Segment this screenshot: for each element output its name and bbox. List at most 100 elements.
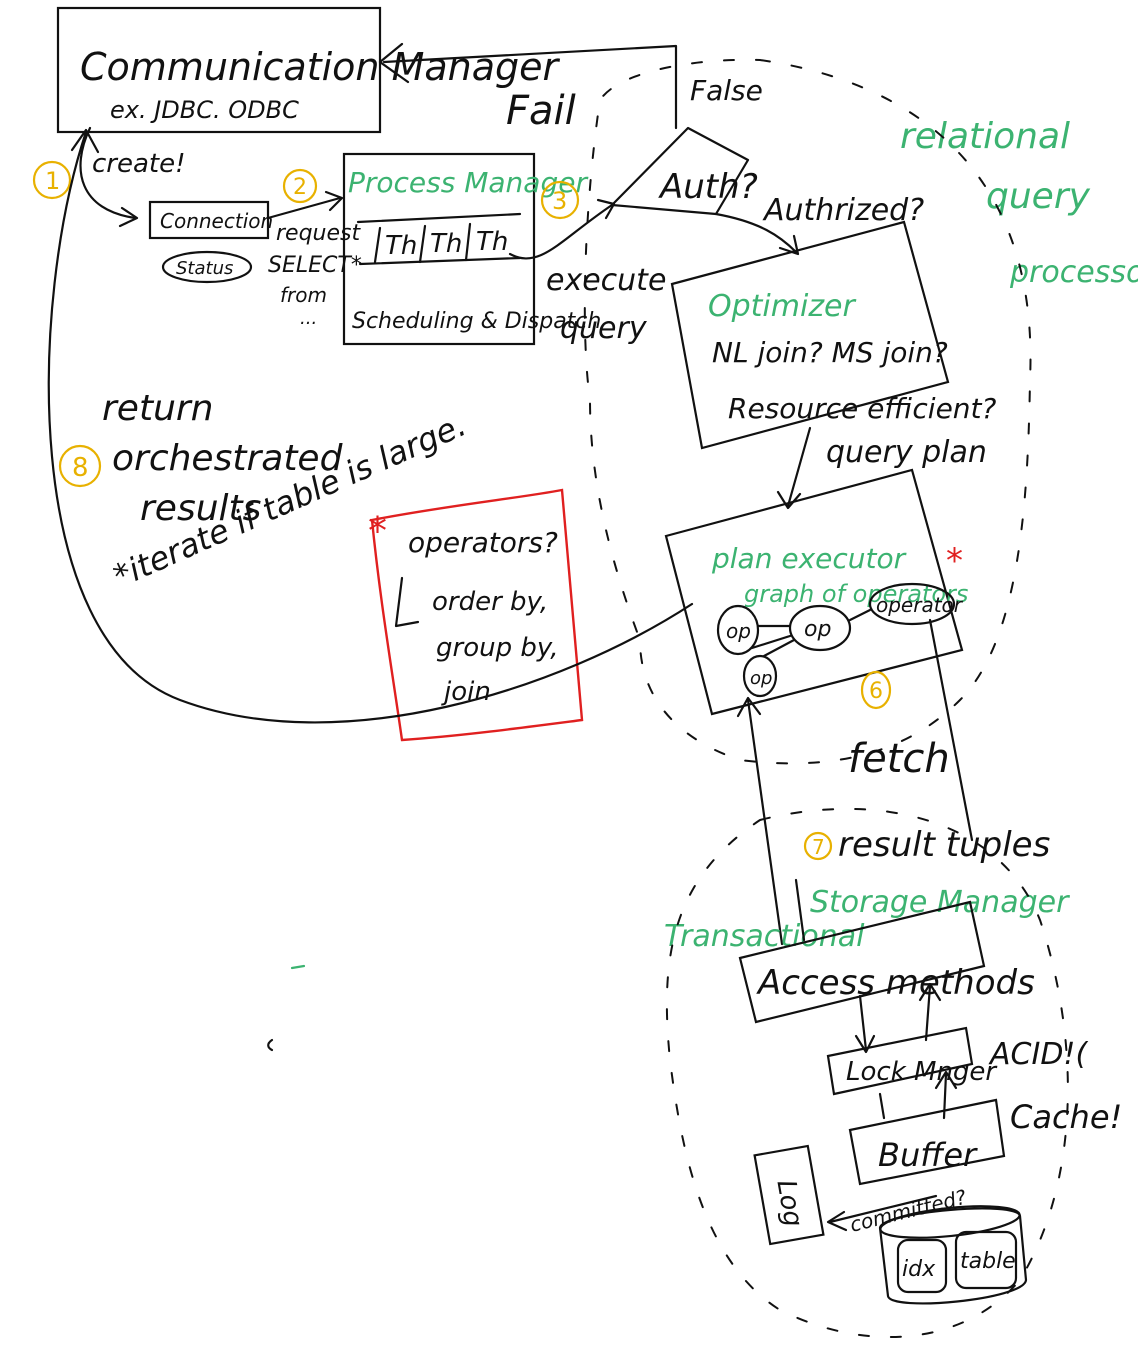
communication-manager-subtitle: ex. JDBC. ODBC [110, 96, 299, 124]
operator-node [868, 582, 956, 626]
result-tuples-label: result tuples [838, 825, 1050, 865]
relational-query-processor-boundary [583, 58, 1032, 765]
cache-label: Cache! [1010, 1098, 1122, 1136]
buffer-box [848, 1098, 1006, 1186]
return-note-line2: orchestrated [112, 438, 344, 479]
op-node-2-label: op [804, 617, 831, 642]
request-line4: ... [300, 308, 317, 329]
lock-manager-box [826, 1026, 974, 1096]
return-note-line3: results [140, 488, 261, 529]
acid-label: ACID!( [988, 1037, 1088, 1072]
op-edge-3 [750, 634, 792, 650]
communication-manager-box [56, 6, 382, 134]
step-3-circle [540, 180, 580, 220]
access-methods-label: Access methods [756, 963, 1035, 1003]
return-results-curve [47, 130, 694, 724]
lock-down-arrowhead [854, 1034, 876, 1054]
table-box [954, 1230, 1018, 1290]
plan-executor-title: plan executor [711, 542, 907, 575]
thread-divider-2 [418, 224, 427, 264]
fail-label: Fail [506, 88, 576, 134]
request-arrow [266, 196, 342, 220]
operators-note-box [370, 488, 584, 742]
fetch-up-arrowhead [736, 696, 762, 718]
step-1-circle [32, 160, 72, 200]
lock-up-line [924, 984, 932, 1042]
optimizer-box [670, 220, 950, 450]
operator-node-label: operator [876, 593, 964, 617]
authorized-label: Authrized? [762, 193, 924, 228]
buffer-up-arrowhead [934, 1070, 958, 1090]
lock-manager-label: Lock Mnger [846, 1057, 998, 1087]
buffer-down-line [878, 1092, 886, 1120]
rqp-line1: relational [900, 116, 1070, 157]
return-results-arrowhead [70, 128, 100, 154]
plan-executor-subtitle: graph of operators [744, 580, 968, 608]
stray-green-mark [290, 964, 306, 970]
transactional-label: Transactional [664, 919, 865, 954]
query-plan-arrow [786, 426, 812, 508]
rqp-line3: processor [1009, 255, 1138, 290]
thread-1: Th [385, 231, 417, 261]
log-label: Log [770, 1178, 808, 1229]
op-edge-4 [762, 638, 796, 658]
thread-3: Th [476, 227, 508, 257]
thread-bar-bottom [358, 256, 522, 266]
process-manager-footer: Scheduling & Dispatch [352, 309, 601, 334]
buffer-label: Buffer [878, 1136, 978, 1174]
operators-note-line1: operators? [408, 526, 558, 559]
communication-manager-title: Communication Manager [80, 45, 561, 89]
op-node-4-label: op [750, 668, 772, 689]
rqp-line2: query [986, 176, 1091, 217]
op-node-2 [788, 604, 852, 652]
auth-label: Auth? [658, 167, 758, 207]
step-7-number: 7 [812, 835, 825, 859]
plan-executor-star: * [946, 541, 963, 581]
step-6-circle [860, 670, 892, 710]
lock-up-arrowhead [918, 982, 942, 1002]
storage-manager-boundary [665, 807, 1069, 1338]
step-6-number: 6 [869, 679, 883, 704]
connection-label: Connection [160, 209, 273, 233]
committed-arrow [828, 1194, 938, 1224]
table-label: table [960, 1249, 1016, 1274]
operators-note-hook [394, 576, 420, 628]
operators-note-line2: order by, [432, 587, 548, 617]
op-node-1 [716, 604, 760, 656]
request-line3: from [280, 283, 327, 307]
idx-box [896, 1238, 948, 1294]
disk-cylinder [878, 1207, 1028, 1305]
op-node-1-label: op [726, 619, 751, 643]
thread-bar-top [356, 212, 522, 224]
request-line2: SELECT* [268, 253, 362, 278]
storage-manager-label: Storage Manager [810, 885, 1070, 920]
execute-label: execute [546, 263, 666, 298]
lock-down-line [858, 994, 868, 1052]
return-note-line1: return [102, 388, 214, 429]
fail-arrow [382, 44, 678, 130]
create-arrow [79, 126, 137, 220]
connection-box [148, 200, 270, 240]
authorized-arrow [714, 212, 798, 254]
stray-ink-mark [267, 1038, 274, 1052]
plan-executor-box [664, 468, 964, 716]
query-plan-arrowhead [776, 490, 802, 510]
create-arrowhead [118, 206, 139, 228]
false-label: False [690, 74, 763, 107]
step-2-number: 2 [293, 175, 307, 200]
op-node-4 [742, 654, 778, 698]
idx-label: idx [902, 1257, 936, 1282]
process-manager-title: Process Manager [348, 166, 588, 199]
fetch-label: fetch [848, 736, 950, 782]
thread-divider-3 [464, 222, 472, 262]
op-edge-2 [848, 608, 872, 622]
operators-note-line3: group by, [436, 633, 558, 663]
access-methods-box [738, 900, 986, 1024]
optimizer-title: Optimizer [708, 289, 857, 324]
authorized-arrowhead [778, 234, 800, 256]
step-3-number: 3 [552, 187, 567, 215]
auth-shape [610, 126, 750, 216]
committed-arrowhead [826, 1210, 848, 1232]
